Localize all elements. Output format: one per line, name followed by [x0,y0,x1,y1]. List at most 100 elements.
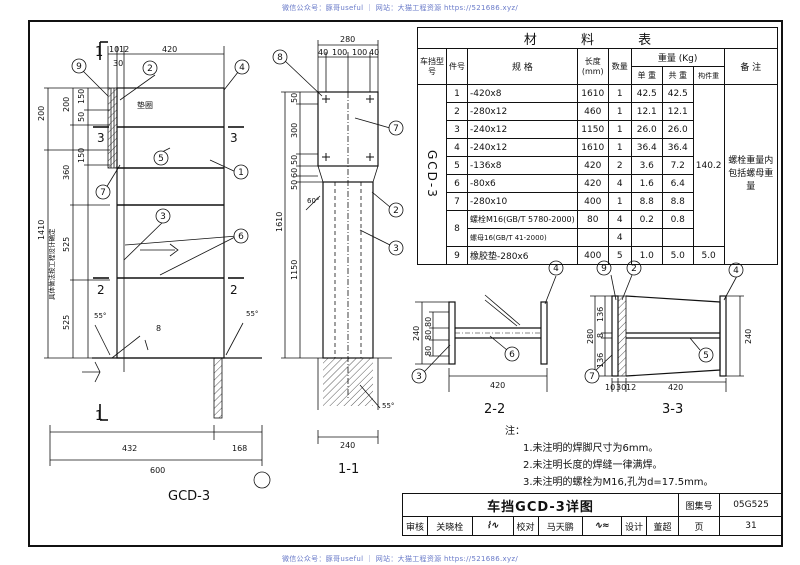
svg-text:50: 50 [77,112,86,122]
callout-1-1-3: 3 [393,244,399,254]
svg-text:280: 280 [586,329,595,344]
callout-3-3-4: 4 [733,266,739,276]
svg-text:240: 240 [340,441,355,450]
svg-text:1150: 1150 [290,260,299,280]
svg-text:10: 10 [109,45,119,54]
table-title: 材 料 表 [417,27,778,49]
svg-text:300: 300 [290,123,299,138]
svg-text:80: 80 [424,330,433,340]
callout-3-3-7: 7 [589,372,595,382]
svg-text:55°: 55° [94,312,106,320]
svg-text:具体做法按工程设计确定: 具体做法按工程设计确定 [47,228,56,300]
section-2-2-view [415,275,557,392]
svg-text:30: 30 [616,383,626,392]
header-remark: 备 注 [723,48,779,85]
watermark-top: 微信公众号：豚哥useful ｜ 网站：大猫工程资源 https://52168… [281,4,519,12]
svg-text:168: 168 [232,444,247,453]
callout-1-1-2: 2 [393,206,399,216]
svg-text:100: 100 [352,48,367,57]
svg-text:40: 40 [369,48,379,57]
watermark-bottom: 微信公众号：豚哥useful ｜ 网站：大猫工程资源 https://52168… [281,555,519,563]
svg-text:30: 30 [113,59,123,68]
header-length: 长度(mm) [576,48,609,85]
svg-text:1610: 1610 [275,212,284,232]
svg-text:60: 60 [290,168,299,178]
svg-text:280: 280 [340,35,355,44]
section-2-2-label: 2-2 [484,402,505,417]
main-elevation [44,41,271,489]
section-3-3-view [590,274,744,392]
svg-text:420: 420 [668,383,683,392]
svg-text:150: 150 [77,148,86,163]
note-item: 3.未注明的螺栓为M16,孔为d=17.5mm。 [523,477,714,488]
svg-text:8: 8 [596,333,605,338]
atlas-label: 图集号 [678,493,720,517]
callout-1-1-8: 8 [277,53,283,63]
title-block: 车挡GCD-3详图 图集号 05G525 审核 关晓栓 ⌇∿ 校对 马天鹏 ∿≈… [402,493,783,536]
page-number: 31 [719,516,783,536]
callout-3-3-5: 5 [703,351,709,361]
svg-text:3: 3 [97,131,105,145]
header-total-weight: 共 重 [661,66,694,85]
svg-text:80: 80 [424,346,433,356]
svg-text:2: 2 [97,283,105,297]
drawing-frame [28,20,783,547]
svg-text:200: 200 [62,97,71,112]
svg-text:432: 432 [122,444,137,453]
section-3-3-labels: 280 136 8 136 10 30 12 420 240 3-3 [586,307,753,417]
material-table: 材 料 表 车挡型号 件号 规 格 长度(mm) 数量 重量 (Kg) 备 注 … [417,27,779,265]
section-1-1-label: 1-1 [338,462,359,477]
svg-text:60°: 60° [307,197,319,205]
svg-text:垫圈: 垫圈 [137,100,153,110]
callout-3-3-9: 9 [601,264,607,274]
callout-3: 3 [160,212,166,222]
svg-text:50: 50 [290,180,299,190]
note-item: 2.未注明长度的焊缝一律满焊。 [523,460,663,471]
designer-name: 董超 [646,516,679,536]
reviewer-name: 关晓栓 [427,516,473,536]
svg-text:55°: 55° [246,310,258,318]
callout-2-2-4: 4 [553,264,559,274]
svg-text:10: 10 [605,383,615,392]
callout-2-2-6: 6 [509,350,515,360]
svg-text:2: 2 [230,283,238,297]
header-member-weight: 构件重 [692,66,725,85]
remark-cell: 螺栓重量内包括螺母重量 [723,84,779,265]
svg-text:55°: 55° [382,402,394,410]
svg-text:420: 420 [162,45,177,54]
callout-4: 4 [239,63,245,73]
svg-text:200: 200 [37,106,46,121]
drawing-title: 车挡GCD-3详图 [402,493,679,517]
svg-text:3: 3 [230,131,238,145]
callout-2: 2 [147,64,153,74]
callouts: 9 2 4 5 1 7 3 6 8 7 2 3 4 6 3 9 2 4 5 7 [71,49,744,384]
callout-9: 9 [76,62,82,72]
svg-text:240: 240 [412,326,421,341]
svg-text:12: 12 [626,383,636,392]
section-1-1-labels: 280 40 100 100 40 50 300 50 60 50 1150 1… [275,35,394,477]
svg-text:136: 136 [596,307,605,322]
callout-5: 5 [158,154,164,164]
svg-text:420: 420 [490,381,505,390]
section-2-2-labels: 240 80 80 80 420 2-2 [412,317,505,417]
page-label: 页 [678,516,720,536]
member-weight-cell: 140.2 [692,84,725,247]
general-notes: 注： 1.未注明的焊脚尺寸为6mm。 2.未注明长度的焊缝一律满焊。 3.未注明… [505,423,714,491]
section-3-3-label: 3-3 [662,402,683,417]
svg-text:50: 50 [290,155,299,165]
main-view-label: GCD-3 [168,489,210,504]
callout-2-2-3: 3 [416,372,422,382]
svg-text:136: 136 [596,353,605,368]
svg-text:360: 360 [62,165,71,180]
svg-text:1: 1 [95,409,103,424]
designer-label: 设计 [621,516,647,536]
callout-6: 6 [238,232,244,242]
header-weight: 重量 (Kg) [630,48,725,67]
header-qty: 数量 [607,48,632,85]
table-row: 螺母16(GB/T 41-2000)4 [418,228,778,247]
